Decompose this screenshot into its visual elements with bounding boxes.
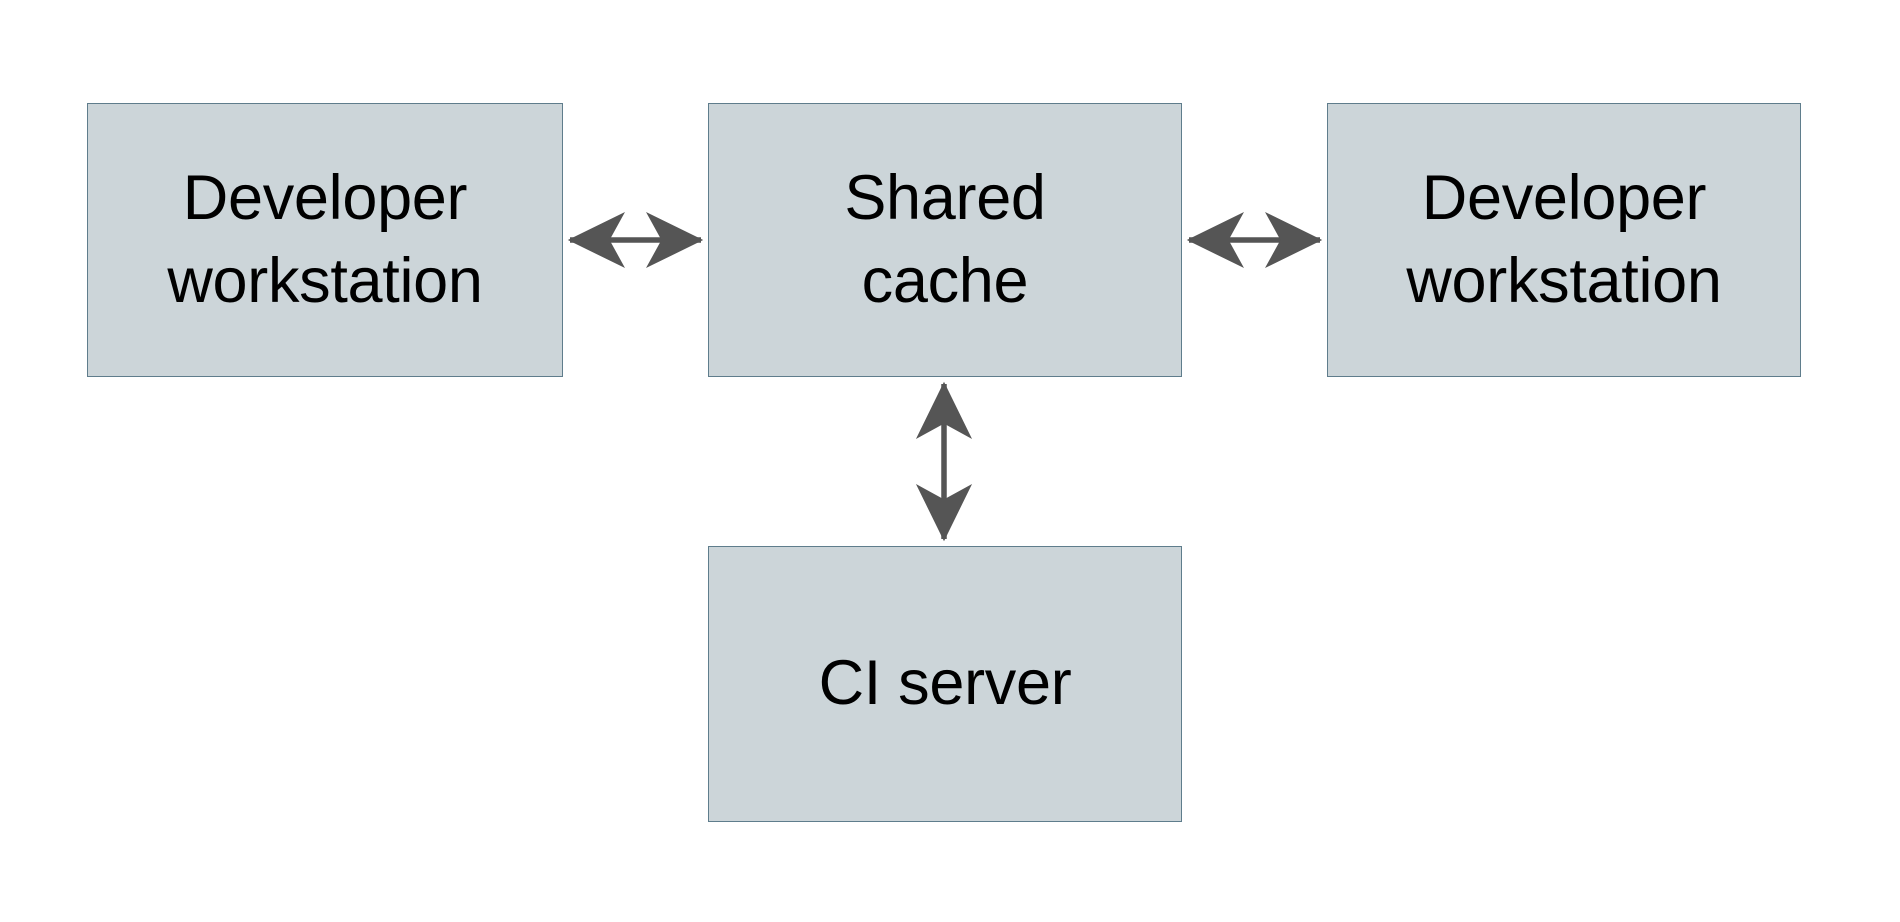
node-label: Shared cache — [844, 162, 1046, 316]
node-label: Developer workstation — [167, 162, 483, 316]
node-label: CI server — [818, 648, 1072, 719]
node-shared-cache[interactable]: Shared cache — [708, 103, 1182, 377]
node-label: Developer workstation — [1406, 162, 1722, 316]
node-developer-workstation-left[interactable]: Developer workstation — [87, 103, 563, 377]
node-ci-server[interactable]: CI server — [708, 546, 1182, 822]
node-developer-workstation-right[interactable]: Developer workstation — [1327, 103, 1801, 377]
